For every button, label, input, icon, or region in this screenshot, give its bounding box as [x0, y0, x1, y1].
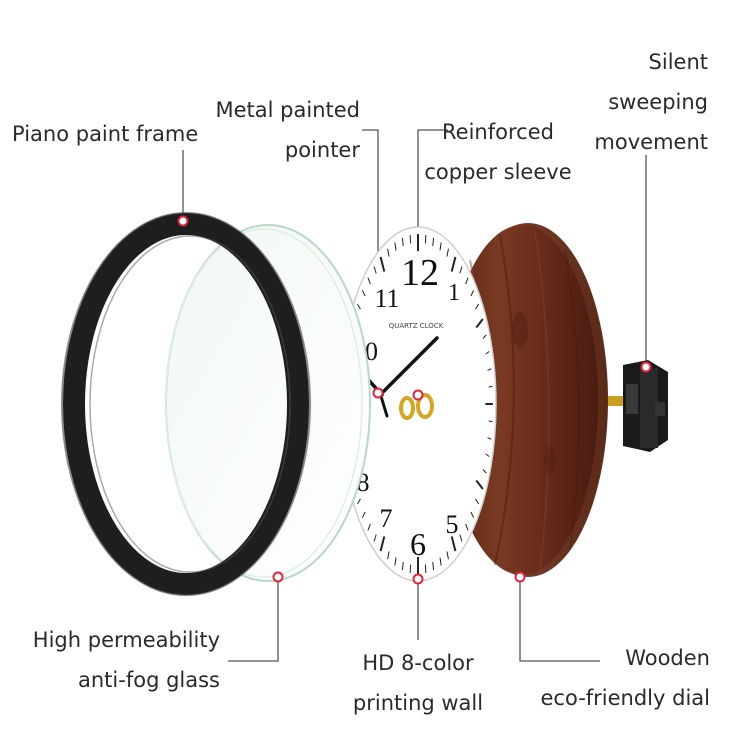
- clock-tick: [394, 557, 397, 566]
- wall-label-line2: printing wall: [352, 691, 484, 715]
- clock-tick: [356, 303, 361, 310]
- clock-tick: [439, 242, 442, 251]
- clock-tick: [465, 277, 469, 285]
- movement-label-line3: movement: [594, 130, 708, 154]
- wall-marker: [412, 573, 424, 585]
- clock-tick: [439, 557, 442, 566]
- movement-label-line1: Silent: [648, 50, 708, 74]
- clock-movement: [608, 360, 668, 452]
- movement-shaft: [608, 396, 624, 406]
- glass-label: High permeability anti-fog glass: [14, 620, 220, 700]
- clock-tick: [482, 334, 487, 339]
- clock-tick: [401, 561, 404, 571]
- clock-tick: [387, 248, 390, 257]
- clock-tick: [475, 479, 484, 490]
- clock-tick: [446, 551, 449, 560]
- clock-tick: [487, 368, 492, 371]
- clock-tick: [485, 351, 490, 355]
- clock-tick: [394, 242, 397, 251]
- clock-numeral-11: 11: [374, 284, 399, 313]
- clock-tick: [387, 551, 390, 560]
- clock-ticks: [343, 234, 493, 574]
- clock-tick: [470, 511, 475, 518]
- dial-label-line2: eco-friendly dial: [540, 686, 710, 710]
- sleeve-label: Reinforced copper sleeve: [420, 112, 576, 192]
- frame-marker: [177, 215, 189, 227]
- glass-lens: [165, 224, 371, 582]
- clock-numeral-6: 6: [410, 526, 426, 562]
- clock-tick: [432, 561, 435, 571]
- movement-marker: [640, 361, 652, 373]
- clock-tick: [470, 290, 475, 297]
- clock-tick: [401, 237, 404, 247]
- clock-tick: [361, 290, 366, 297]
- clock-tick: [356, 498, 361, 505]
- clock-tick: [482, 469, 487, 474]
- clock-tick: [373, 266, 377, 274]
- clock-tick: [459, 266, 463, 274]
- glass-label-line2: anti-fog glass: [78, 668, 220, 692]
- clock-tick: [361, 511, 366, 518]
- clock-numeral-5: 5: [446, 510, 459, 539]
- clock-numeral-12: 12: [401, 252, 439, 294]
- glass-label-line1: High permeability: [32, 628, 220, 652]
- dial-leader-line: [519, 577, 600, 662]
- clock-tick: [475, 318, 484, 329]
- clock-tick: [446, 248, 449, 257]
- sleeve-marker: [412, 389, 424, 401]
- dial-marker: [514, 571, 526, 583]
- movement-label: Silent sweeping movement: [578, 42, 708, 162]
- minute-hand: [378, 336, 439, 397]
- copper-sleeve: [399, 393, 434, 420]
- sleeve-label-line1: Reinforced: [442, 120, 554, 144]
- sleeve-label-line2: copper sleeve: [424, 160, 572, 184]
- dial-label-line1: Wooden: [625, 646, 710, 670]
- movement-label-line2: sweeping: [608, 90, 708, 114]
- clock-tick: [475, 498, 480, 505]
- glass-marker: [272, 571, 284, 583]
- clock-tick: [488, 420, 493, 423]
- frame-label: Piano paint frame: [12, 114, 198, 154]
- clock-tick: [367, 277, 371, 285]
- pointer-label-line1: Metal painted: [215, 98, 360, 122]
- wall-label: HD 8-color printing wall: [330, 643, 506, 723]
- clock-tick: [432, 237, 435, 247]
- pointer-marker: [372, 387, 384, 399]
- clock-tick: [459, 534, 463, 542]
- clock-tick: [485, 453, 490, 457]
- clock-tick: [450, 536, 457, 552]
- clock-tick: [379, 256, 386, 272]
- clock-tick: [465, 523, 469, 531]
- clock-numeral-1: 1: [448, 280, 460, 306]
- clock-numeral-7: 7: [380, 504, 393, 533]
- clock-tick: [379, 536, 386, 552]
- clock-tick: [475, 303, 480, 310]
- wall-label-line1: HD 8-color: [362, 651, 474, 675]
- clock-brand-text: QUARTZ CLOCK: [389, 322, 444, 330]
- pointer-label-line2: pointer: [284, 138, 360, 162]
- clock-tick: [373, 534, 377, 542]
- pointer-label: Metal painted pointer: [200, 90, 360, 170]
- clock-tick: [450, 256, 457, 272]
- clock-tick: [487, 437, 492, 440]
- glass-leader-line: [228, 577, 279, 662]
- clock-tick: [488, 385, 493, 388]
- dial-label: Wooden eco-friendly dial: [520, 638, 710, 718]
- callout-markers: [177, 215, 652, 585]
- clock-tick: [367, 523, 371, 531]
- frame-label-line1: Piano paint frame: [12, 122, 199, 146]
